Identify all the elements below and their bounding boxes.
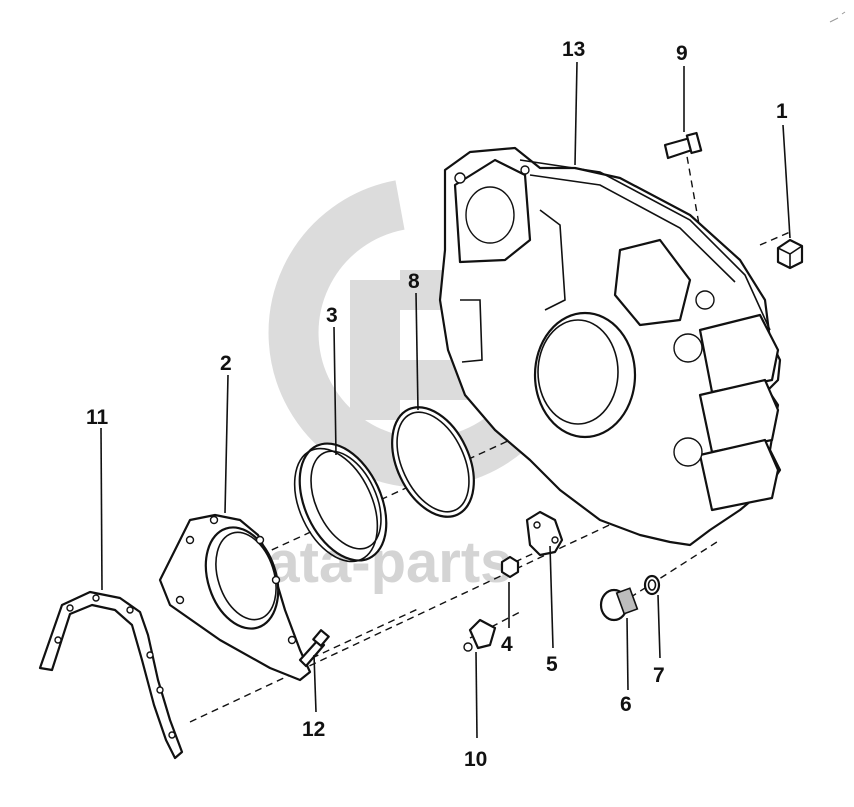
part-6-plug: [599, 587, 639, 622]
flywheel-housing: [438, 146, 782, 547]
callout-labels: 1 2 3 4 5 6 7 8 9 10 11 12 13: [86, 38, 788, 771]
leader-lines: [100, 61, 791, 739]
callout-5: 5: [546, 653, 558, 676]
callout-9: 9: [676, 42, 688, 65]
callout-11: 11: [86, 406, 109, 429]
part-12-bolt: [298, 629, 330, 668]
callout-7: 7: [653, 664, 665, 687]
callout-8: 8: [408, 270, 420, 293]
part-11-gasket: [38, 590, 184, 760]
part-9-bolt: [663, 131, 703, 160]
part-3-seal: [293, 442, 388, 563]
part-2-seal-carrier: [158, 513, 312, 682]
callout-4: 4: [501, 633, 513, 656]
callout-10: 10: [464, 748, 487, 771]
part-10-clamp: [463, 618, 497, 652]
part-7-washer: [643, 574, 661, 596]
callout-1: 1: [776, 100, 788, 123]
part-1-nut: [776, 238, 804, 270]
corner-mark: [829, 11, 846, 23]
callout-12: 12: [302, 718, 325, 741]
callout-13: 13: [562, 38, 585, 61]
callout-2: 2: [220, 352, 232, 375]
part-4-nut: [500, 555, 520, 579]
part-8-o-ring: [391, 406, 475, 518]
callout-3: 3: [326, 304, 338, 327]
callout-6: 6: [620, 693, 632, 716]
part-5-cover: [525, 510, 564, 557]
